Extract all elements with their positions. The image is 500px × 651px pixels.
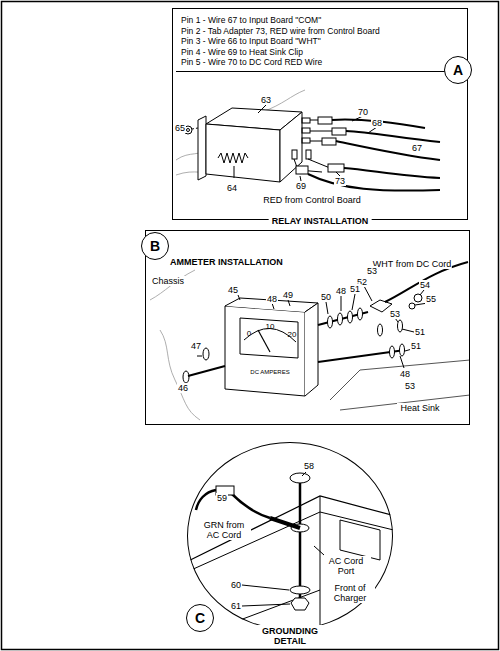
part-label: Front of Charger xyxy=(325,583,375,603)
part-label: Chassis xyxy=(151,276,185,286)
callout-number: 60 xyxy=(230,580,242,590)
callout-number: 49 xyxy=(282,290,294,300)
node-text: A xyxy=(453,62,463,78)
callout-number: 48 xyxy=(266,294,278,304)
callout-number: 63 xyxy=(260,95,272,105)
callout-circle: A xyxy=(444,56,472,84)
callout-number: 54 xyxy=(419,280,431,290)
callout-number: 53 xyxy=(366,266,378,276)
meter-scale-text: 0 xyxy=(246,329,252,339)
part-label: WHT from DC Cord xyxy=(372,259,452,269)
callout-number: 69 xyxy=(295,181,307,191)
node-text: B xyxy=(150,238,160,254)
part-label: Heat Sink xyxy=(397,403,443,413)
panel-frame: RELAY INSTALLATIONPin 1 - Wire 67 to Inp… xyxy=(172,8,468,220)
meter-scale-text: DC AMPERES xyxy=(249,369,290,376)
callout-number: 53 xyxy=(404,381,416,391)
callout-number: 55 xyxy=(425,294,437,304)
relay-drawing xyxy=(176,90,440,191)
callout-number: 45 xyxy=(227,285,239,295)
callout-number: 64 xyxy=(226,183,238,193)
part-label: RED from Control Board xyxy=(262,195,362,205)
ammeter-drawing xyxy=(150,262,470,420)
node-text: Pin 3 - Wire 66 to Input Board "WHT" xyxy=(181,36,461,47)
node-text: AMMETER INSTALLATION xyxy=(168,257,285,267)
node-text: Pin 4 - Wire 69 to Heat Sink Clip xyxy=(181,47,461,58)
callout-number: 48 xyxy=(399,369,411,379)
meter-scale-text: 10 xyxy=(265,322,276,332)
pin-note-box: Pin 1 - Wire 67 to Input Board "COM"Pin … xyxy=(176,12,466,72)
callout-number: 51 xyxy=(349,284,361,294)
callout-number: 51 xyxy=(414,327,426,337)
callout-number: 47 xyxy=(190,341,202,351)
callout-number: 67 xyxy=(411,143,423,153)
meter-scale-text: 20 xyxy=(287,330,298,340)
callout-number: 70 xyxy=(357,107,369,117)
callout-number: 58 xyxy=(303,461,315,471)
callout-number: 73 xyxy=(334,176,346,186)
node-text: Pin 1 - Wire 67 to Input Board "COM" xyxy=(181,15,461,26)
node-text: C xyxy=(195,610,205,626)
callout-number: 61 xyxy=(230,601,242,611)
callout-number: 48 xyxy=(335,286,347,296)
part-label: GRN from AC Cord xyxy=(197,520,251,540)
callout-number: 51 xyxy=(410,341,422,351)
callout-number: 59 xyxy=(216,493,228,503)
callout-circle: B xyxy=(141,232,169,260)
node-text: Pin 2 - Tab Adapter 73, RED wire from Co… xyxy=(181,26,461,37)
callout-circle: C xyxy=(186,604,214,632)
callout-number: 65 xyxy=(174,123,186,133)
grounding-drawing xyxy=(180,472,410,640)
callout-number: 53 xyxy=(389,309,401,319)
node-text: GROUNDING DETAIL xyxy=(251,625,329,647)
part-label: AC Cord Port xyxy=(321,556,371,576)
callout-number: 50 xyxy=(320,292,332,302)
node-text: RELAY INSTALLATION xyxy=(269,216,372,226)
callout-number: 68 xyxy=(371,118,383,128)
callout-number: 46 xyxy=(177,383,189,393)
node-text: Pin 5 - Wire 70 to DC Cord RED Wire xyxy=(181,57,461,68)
